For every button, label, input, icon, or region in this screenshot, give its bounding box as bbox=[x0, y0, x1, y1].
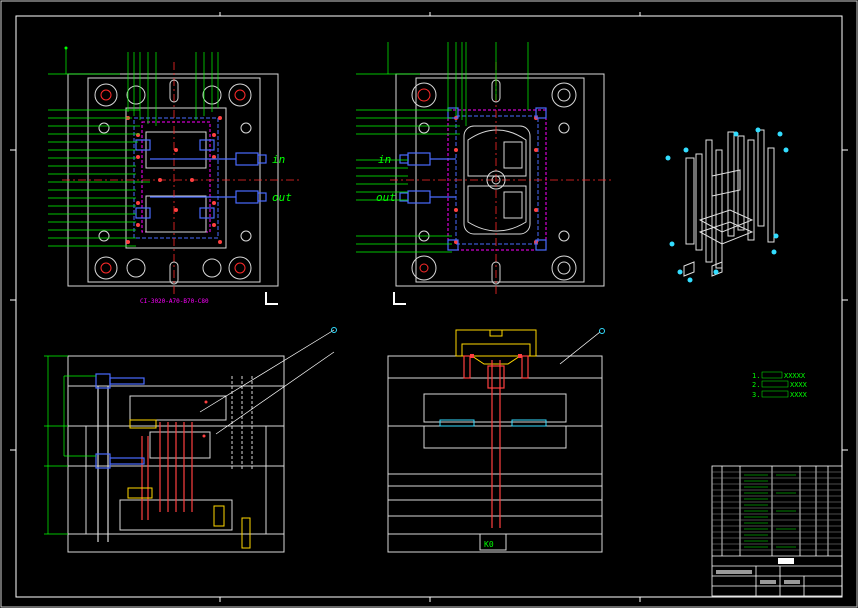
top-left-plan-view: in out CI-3020-A70-B70-C80 bbox=[48, 46, 300, 305]
view-corner-marker-2 bbox=[393, 292, 406, 305]
water-out-label-right: out bbox=[376, 191, 396, 204]
bottom-left-section-view bbox=[44, 327, 337, 553]
view-corner-marker bbox=[265, 292, 278, 305]
note-3-number: 3. bbox=[752, 391, 760, 399]
mold-base-spec-label: CI-3020-A70-B70-C80 bbox=[140, 298, 209, 305]
section-label-k0: K0 bbox=[484, 540, 494, 549]
note-1-cjk-glyphs bbox=[761, 371, 783, 379]
bottom-middle-section-view: K0 bbox=[387, 328, 605, 553]
note-3-cjk-glyphs bbox=[761, 390, 789, 398]
water-in-label-right: in bbox=[378, 153, 391, 166]
bom-title-block bbox=[711, 465, 843, 597]
note-2-cjk-glyphs bbox=[761, 380, 789, 388]
note-2-text: XXXX bbox=[790, 381, 808, 389]
top-middle-plan-view: in out bbox=[356, 42, 612, 305]
note-3-text: XXXX bbox=[790, 391, 808, 399]
note-1-number: 1. bbox=[752, 372, 760, 380]
water-out-label-left: out bbox=[272, 191, 292, 204]
isometric-view bbox=[665, 127, 789, 283]
note-1-text: XXXXX bbox=[784, 372, 806, 380]
water-in-label-left: in bbox=[272, 153, 285, 166]
technical-notes: 1. XXXXX 2. XXXX 3. XXXX bbox=[752, 371, 808, 399]
note-2-number: 2. bbox=[752, 381, 760, 389]
